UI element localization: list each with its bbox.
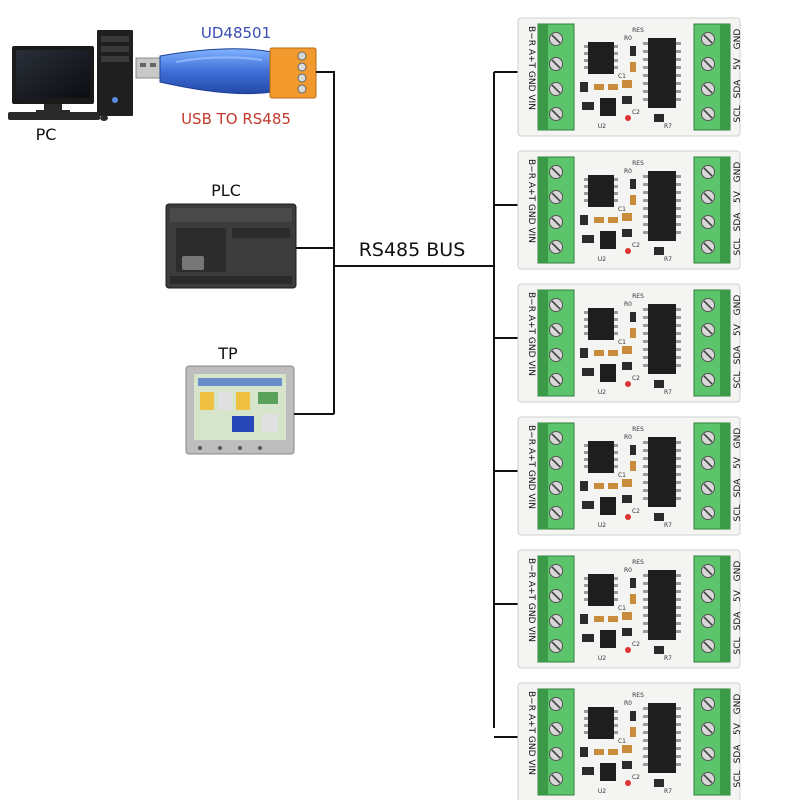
usb-adapter-model: UD48501 <box>201 24 271 42</box>
module-silk-c1: C1 <box>618 73 626 80</box>
pc-device: PC <box>8 30 133 144</box>
module-right-pin-label: SDA <box>733 345 743 364</box>
usb-adapter-terminal <box>269 47 317 99</box>
module-right-pin-label: SCL <box>733 637 743 654</box>
module-left-pins-label: B−R A+T GND VIN <box>526 691 536 775</box>
module-silk-c2: C2 <box>632 774 640 781</box>
module-right-pin-label: SDA <box>733 744 743 763</box>
module-silk-c1: C1 <box>618 206 626 213</box>
module-silk-c2: C2 <box>632 508 640 515</box>
module-right-pin-label: 5V <box>733 57 743 70</box>
module-left-pins-label: B−R A+T GND VIN <box>526 159 536 243</box>
wires <box>294 71 538 738</box>
module-right-pin-label: SCL <box>733 371 743 388</box>
module-silk-r0: R0 <box>624 301 632 308</box>
module-silk-r7: R7 <box>664 123 672 130</box>
module-silk-u2: U2 <box>598 123 606 130</box>
module-silk-res: RES <box>632 27 644 34</box>
usb-adapter: UD48501 USB TO RS485 <box>135 24 317 128</box>
tp-device: TP <box>185 344 295 455</box>
module-silk-c1: C1 <box>618 472 626 479</box>
module-right-pin-label: GND <box>733 162 743 183</box>
module-right-pin-label: SCL <box>733 770 743 787</box>
module-silk-c1: C1 <box>618 339 626 346</box>
pc-monitor-screen <box>16 50 90 98</box>
module-silk-u2: U2 <box>598 256 606 263</box>
module-silk-res: RES <box>632 692 644 699</box>
module-silk-u2: U2 <box>598 788 606 795</box>
module-silk-r7: R7 <box>664 389 672 396</box>
module-right-pin-label: 5V <box>733 323 743 336</box>
module-silk-r0: R0 <box>624 567 632 574</box>
module-right-pin-label: GND <box>733 295 743 316</box>
module-silk-r7: R7 <box>664 522 672 529</box>
plc-device: PLC <box>165 181 297 289</box>
module-silk-c1: C1 <box>618 738 626 745</box>
pc-tower <box>97 30 133 116</box>
module-left-pins-label: B−R A+T GND VIN <box>526 558 536 642</box>
module-silk-u2: U2 <box>598 522 606 529</box>
module-right-pin-label: 5V <box>733 456 743 469</box>
module-silk-r0: R0 <box>624 35 632 42</box>
pc-mouse <box>100 115 108 121</box>
module-silk-res: RES <box>632 559 644 566</box>
module-right-pin-label: GND <box>733 29 743 50</box>
module-right-pin-label: GND <box>733 694 743 715</box>
module-silk-res: RES <box>632 160 644 167</box>
module-silk-c1: C1 <box>618 605 626 612</box>
usb-adapter-caption: USB TO RS485 <box>181 110 291 128</box>
bus-label: RS485 BUS <box>359 239 466 261</box>
module-right-pin-label: SDA <box>733 212 743 231</box>
tp-label: TP <box>217 344 238 363</box>
module-silk-r0: R0 <box>624 168 632 175</box>
module-right-pin-label: 5V <box>733 190 743 203</box>
module-silk-r0: R0 <box>624 434 632 441</box>
module-silk-u2: U2 <box>598 389 606 396</box>
usb-plug <box>135 57 163 79</box>
module-silk-u2: U2 <box>598 655 606 662</box>
plc-label: PLC <box>211 181 241 200</box>
pc-label: PC <box>36 125 57 144</box>
module-right-pin-label: SCL <box>733 105 743 122</box>
module-right-pin-label: 5V <box>733 722 743 735</box>
module-silk-c2: C2 <box>632 109 640 116</box>
module-silk-r0: R0 <box>624 700 632 707</box>
module-right-pin-label: SDA <box>733 611 743 630</box>
module-right-pin-label: SDA <box>733 478 743 497</box>
module-right-pin-label: 5V <box>733 589 743 602</box>
module-silk-r7: R7 <box>664 788 672 795</box>
usb-adapter-body <box>159 48 273 95</box>
module-right-pin-label: SCL <box>733 238 743 255</box>
module-silk-res: RES <box>632 293 644 300</box>
module-silk-c2: C2 <box>632 242 640 249</box>
pc-keyboard <box>8 112 100 120</box>
module-silk-res: RES <box>632 426 644 433</box>
module-silk-r7: R7 <box>664 256 672 263</box>
module-left-pins-label: B−R A+T GND VIN <box>526 292 536 376</box>
module-right-pin-label: GND <box>733 561 743 582</box>
wire-usb <box>316 71 335 414</box>
module-silk-c2: C2 <box>632 375 640 382</box>
module-right-pin-label: GND <box>733 428 743 449</box>
module-silk-c2: C2 <box>632 641 640 648</box>
module-left-pins-label: B−R A+T GND VIN <box>526 26 536 110</box>
module-right-pin-label: SCL <box>733 504 743 521</box>
module-right-pin-label: SDA <box>733 79 743 98</box>
module-silk-r7: R7 <box>664 655 672 662</box>
module-left-pins-label: B−R A+T GND VIN <box>526 425 536 509</box>
